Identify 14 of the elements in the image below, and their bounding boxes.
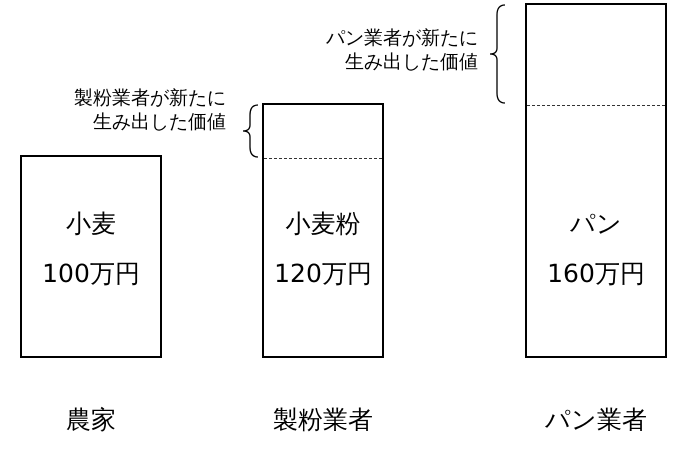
annotation-text: パン業者が新たに生み出した価値 (325, 26, 478, 74)
item-name: 小麦粉 (286, 208, 360, 240)
value-box (262, 103, 384, 358)
price-value: 120万円 (274, 258, 372, 290)
producer-label: 製粉業者 (272, 404, 374, 436)
annotation-text: 製粉業者が新たに生み出した価値 (73, 86, 226, 134)
value-box (525, 3, 667, 358)
item-name: 小麦 (66, 208, 116, 240)
item-name: パン (570, 208, 622, 240)
price-value: 100万円 (42, 258, 140, 290)
producer-label: パン業者 (544, 404, 648, 436)
price-value: 160万円 (547, 258, 645, 290)
producer-label: 農家 (65, 404, 117, 436)
value-box (20, 155, 162, 358)
